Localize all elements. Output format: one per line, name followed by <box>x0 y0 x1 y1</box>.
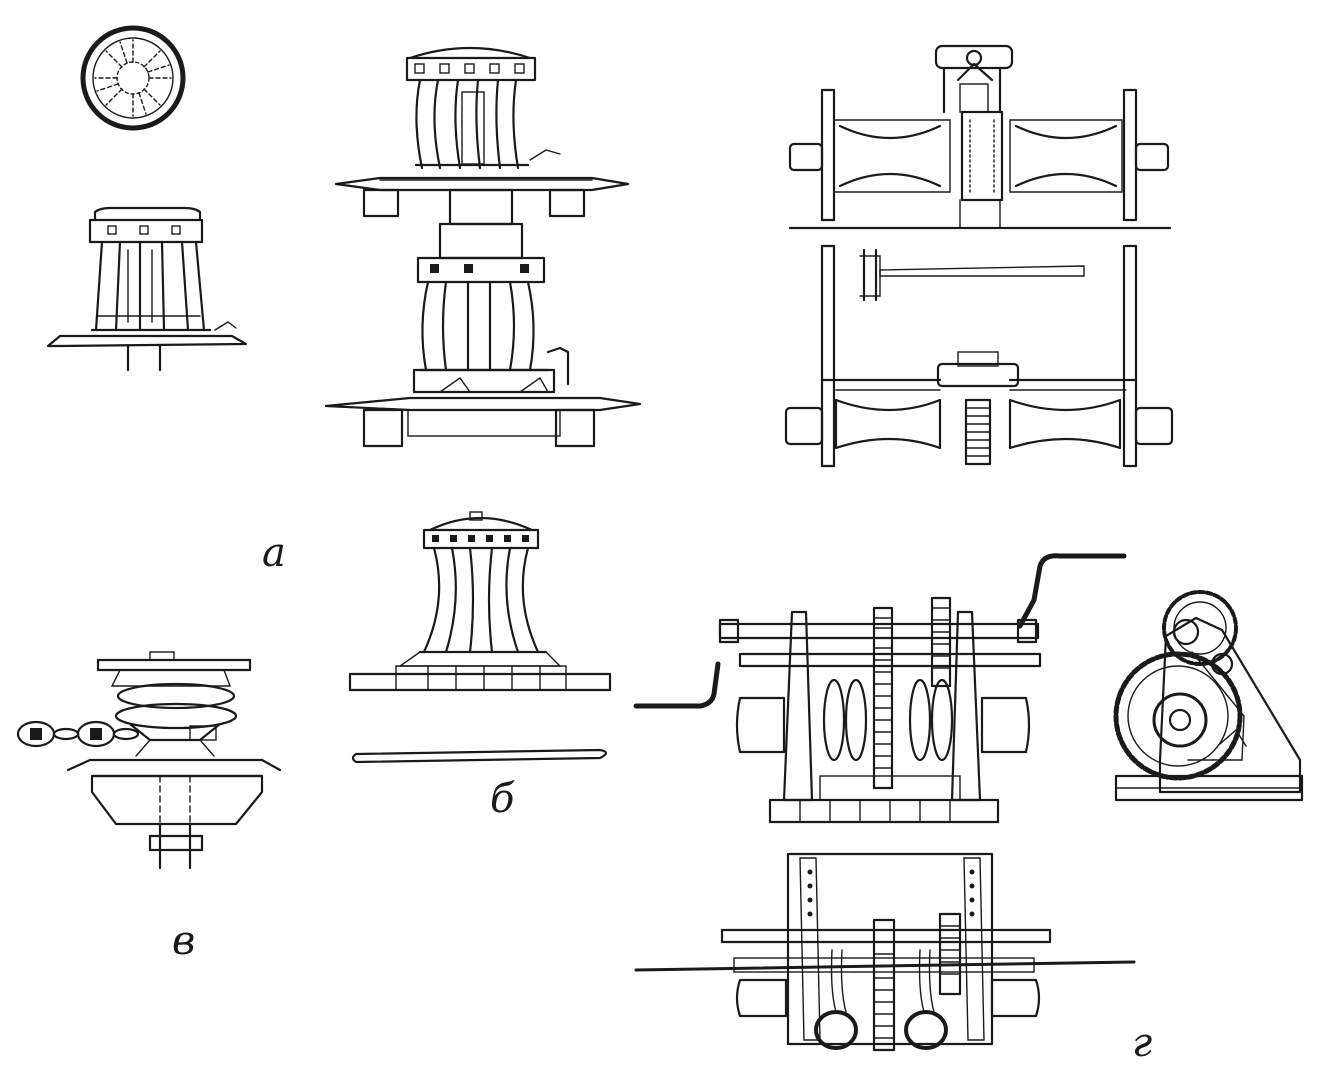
small-capstan <box>46 206 248 372</box>
windlass-side-view <box>788 44 1172 230</box>
geared-windlass-front <box>633 553 1127 824</box>
capstan-top-view <box>80 25 186 131</box>
capstan-bar <box>351 748 608 764</box>
double-capstan <box>324 46 642 448</box>
geared-windlass-side <box>1113 590 1304 802</box>
windlass-plan-view <box>784 244 1174 468</box>
panel-label-a: а <box>262 530 286 576</box>
panel-b: б <box>348 511 612 822</box>
chain <box>16 720 140 748</box>
panel-g: г <box>633 553 1304 1066</box>
capstan-b <box>348 511 612 692</box>
panel-label-v: в <box>172 918 195 964</box>
panel-label-b: б <box>490 776 515 822</box>
geared-windlass-plan <box>634 852 1136 1052</box>
panel-v: в <box>16 651 282 964</box>
panel-label-g: г <box>1132 1020 1152 1066</box>
panel-a: а <box>46 25 1174 576</box>
chain-capstan <box>16 651 282 870</box>
